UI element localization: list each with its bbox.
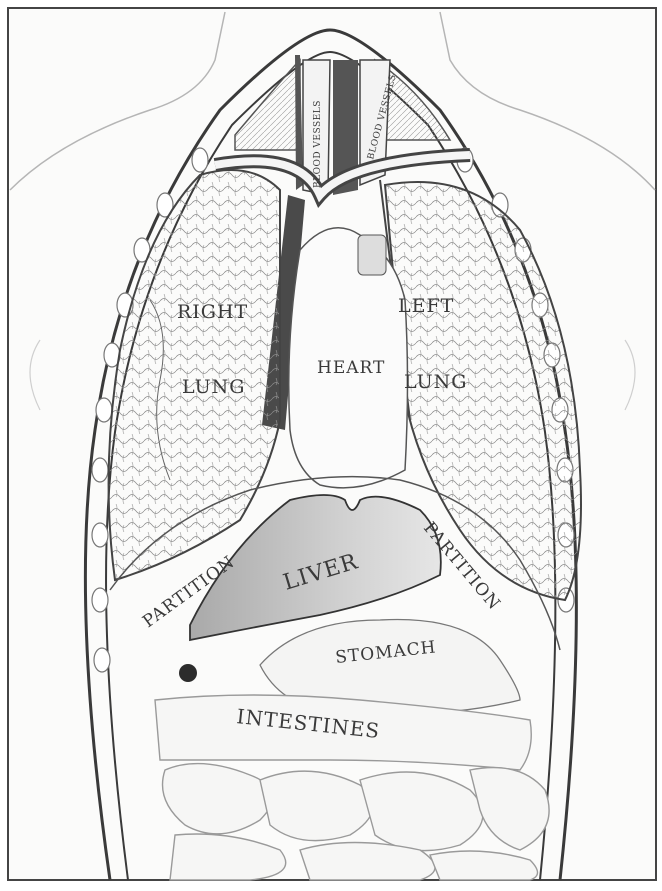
label-right-lung-1: RIGHT bbox=[177, 301, 248, 323]
label-heart: HEART bbox=[317, 358, 385, 378]
gall-bladder bbox=[179, 664, 197, 682]
label-left-lung-2: LUNG bbox=[404, 371, 467, 393]
label-blood-vessels-1: BLOOD VESSELS bbox=[313, 100, 323, 188]
label-right-lung-2: LUNG bbox=[182, 376, 245, 398]
label-left-lung-1: LEFT bbox=[398, 295, 454, 317]
